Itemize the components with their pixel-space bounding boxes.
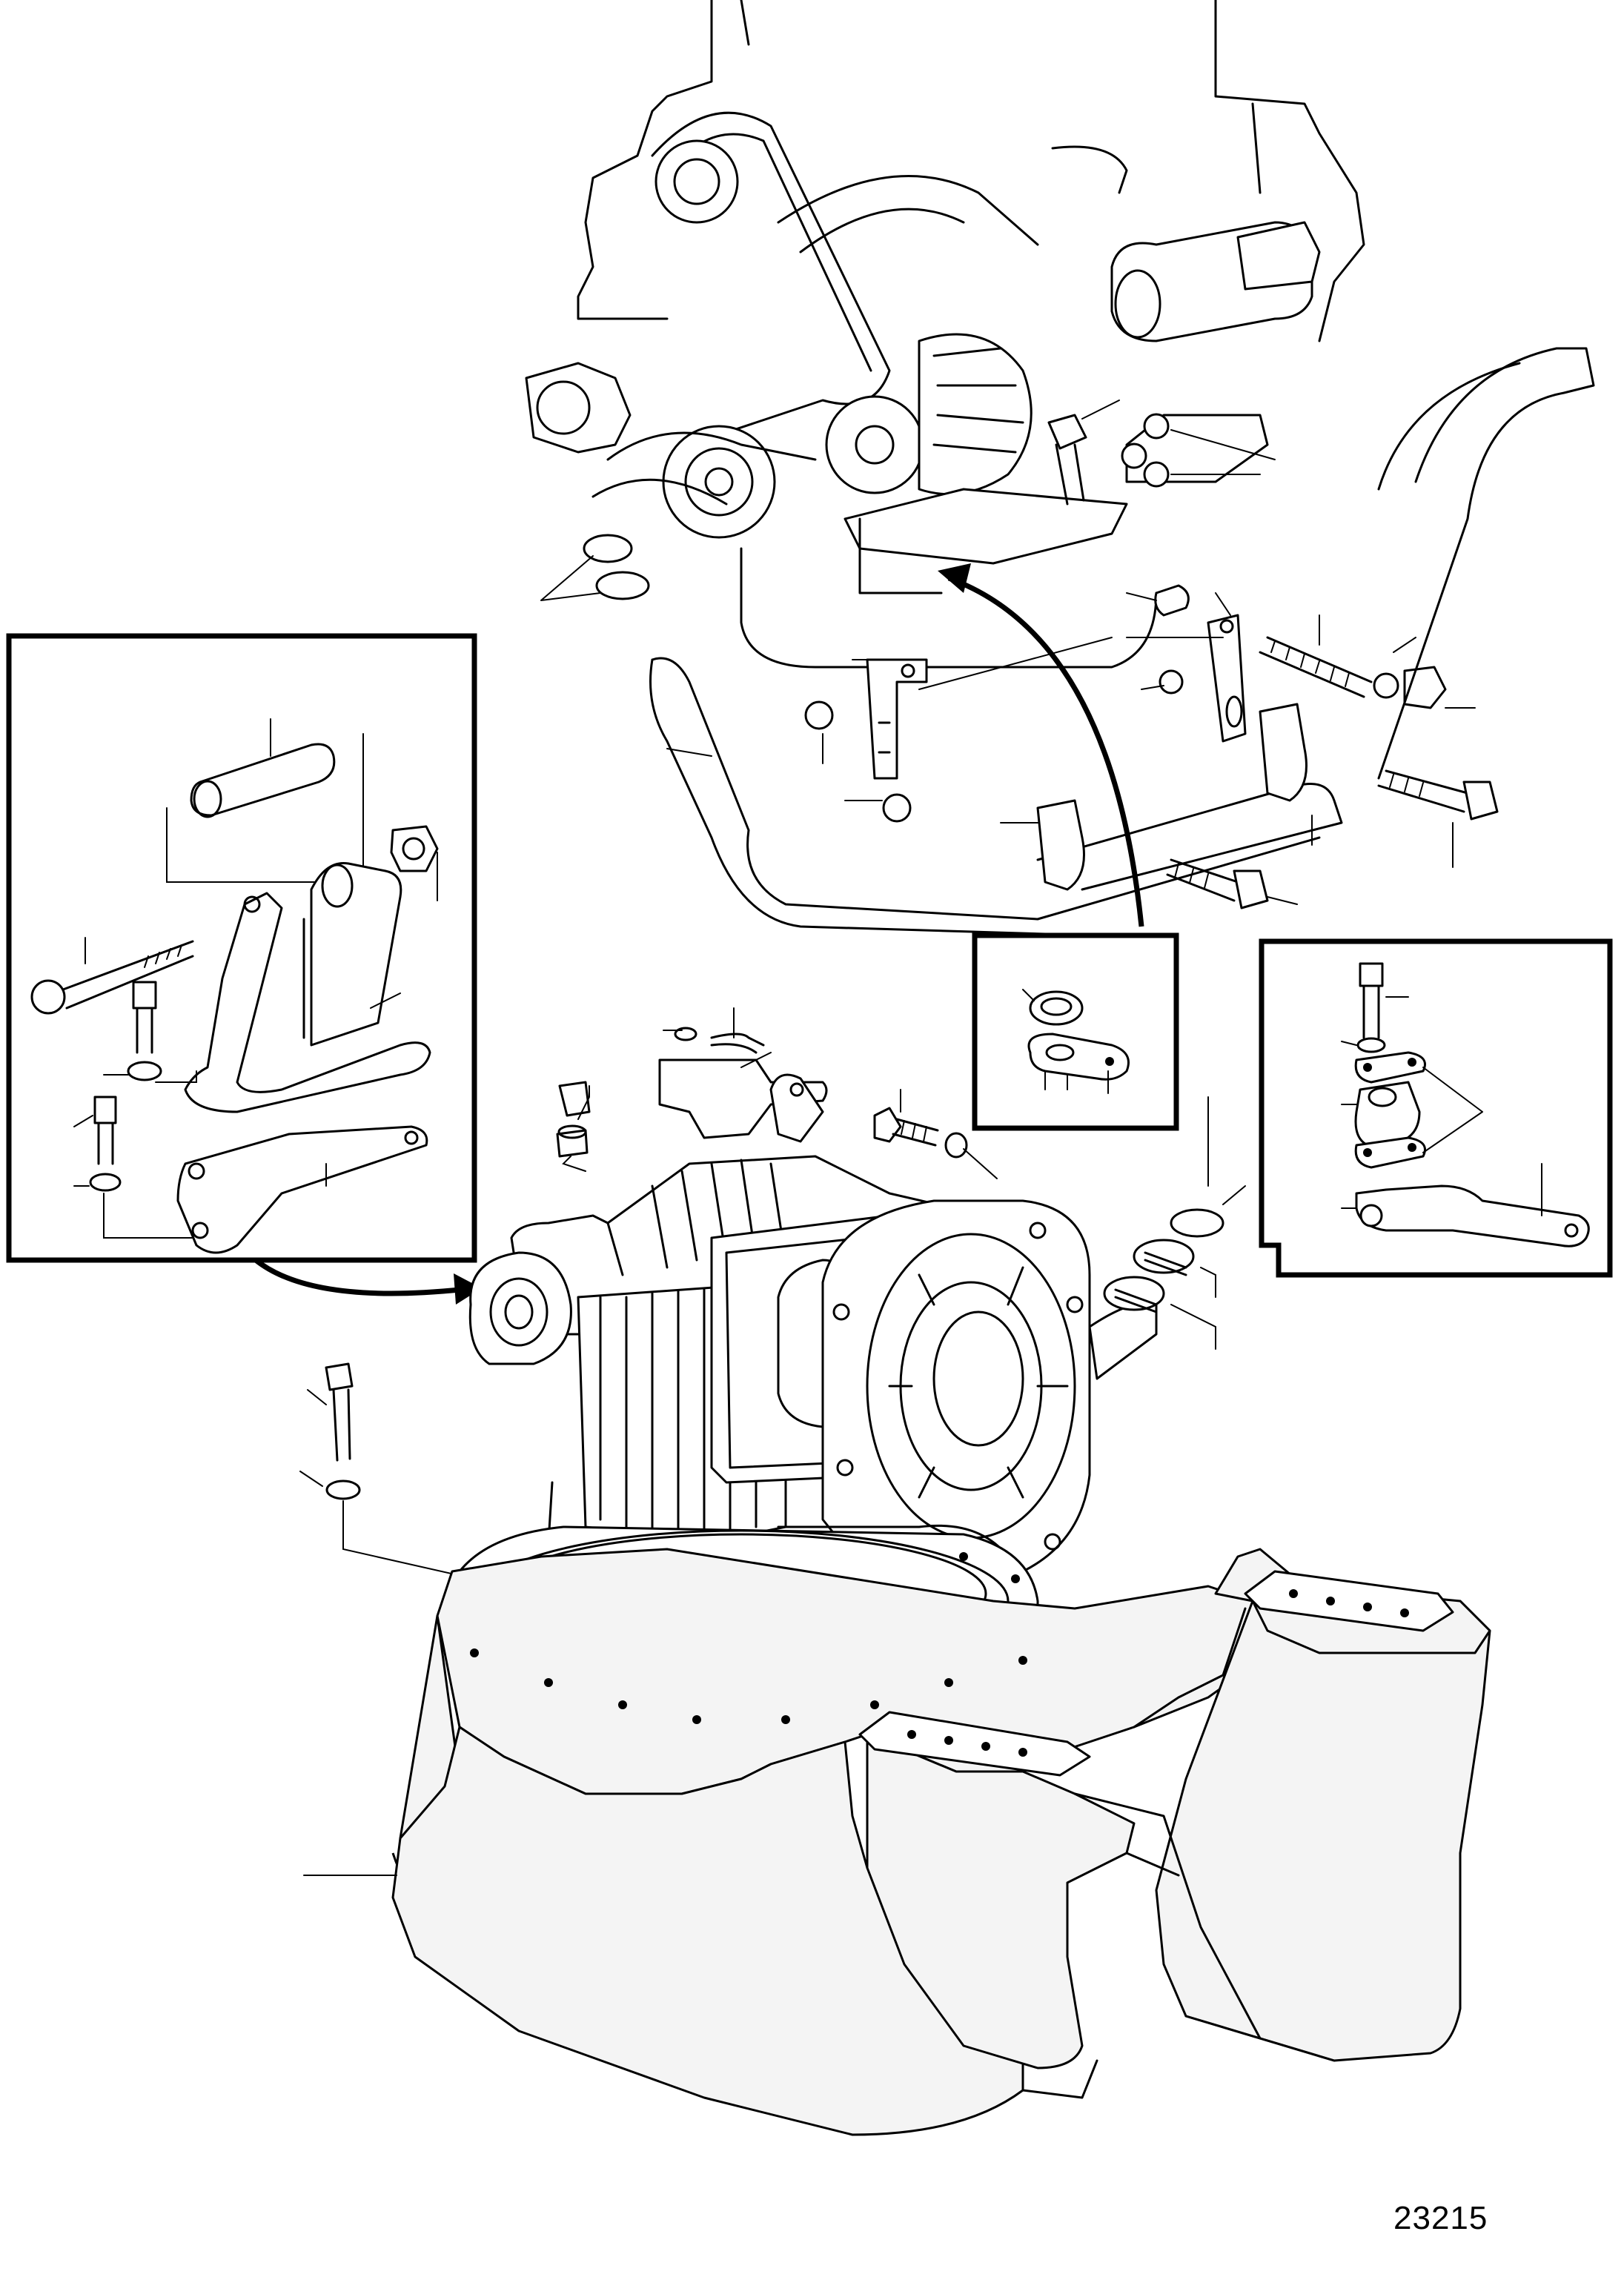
hose-ring bbox=[1170, 1208, 1224, 1238]
inset-arrow bbox=[253, 1258, 460, 1296]
engine-fasteners bbox=[540, 347, 1595, 935]
linkage-plate bbox=[658, 1058, 828, 1139]
inset-center-washer-detail bbox=[972, 932, 1179, 1131]
nut bbox=[1121, 443, 1147, 469]
cradle-top-plate bbox=[858, 1711, 1091, 1777]
washer bbox=[1373, 672, 1399, 699]
bracket-plate bbox=[176, 1125, 428, 1254]
bracket bbox=[1207, 614, 1247, 743]
nut bbox=[1143, 413, 1170, 440]
nut bbox=[1403, 666, 1447, 709]
gearbox-assembly bbox=[299, 1007, 1246, 1699]
seal-ring bbox=[1029, 990, 1084, 1026]
crankshaft-pulley bbox=[654, 139, 739, 224]
plug bbox=[556, 1129, 589, 1158]
pipe-clamp bbox=[1036, 799, 1085, 891]
washer bbox=[89, 1173, 122, 1192]
spacer-tube bbox=[190, 743, 336, 817]
bolt-head bbox=[1233, 869, 1269, 909]
water-pump-pulley bbox=[662, 425, 776, 539]
bolt-head bbox=[325, 1362, 354, 1391]
inset-right-clamp-detail bbox=[1259, 938, 1613, 1278]
bracket-half bbox=[184, 892, 431, 1113]
mount-boss bbox=[468, 1251, 572, 1365]
cradle-top-plate bbox=[1244, 1570, 1454, 1632]
bolt bbox=[1047, 414, 1087, 450]
nut bbox=[1359, 1204, 1383, 1227]
nut bbox=[1143, 461, 1170, 488]
nut bbox=[804, 700, 834, 730]
washer bbox=[325, 1479, 361, 1500]
detail-arrow bbox=[947, 575, 1144, 927]
pipe-clamp bbox=[1259, 703, 1308, 802]
figure-number: 23215 bbox=[1393, 2200, 1488, 2236]
bolt-head bbox=[1359, 962, 1384, 987]
bracket-half bbox=[310, 861, 402, 1047]
washer bbox=[127, 1061, 162, 1081]
nut bbox=[882, 793, 912, 823]
hose-clamp bbox=[583, 534, 633, 563]
washer bbox=[944, 1132, 968, 1159]
hose-clamp bbox=[595, 571, 650, 600]
alternator-pulley bbox=[825, 395, 924, 494]
clamp-block bbox=[1354, 1081, 1421, 1147]
shift-lever-housing bbox=[769, 1073, 824, 1143]
flange-nut bbox=[390, 825, 439, 872]
bolt-head bbox=[873, 1107, 902, 1143]
arrow-head bbox=[938, 563, 971, 593]
spacer bbox=[1154, 584, 1190, 617]
engine-assembly bbox=[525, 0, 1365, 669]
flywheel-flange bbox=[821, 1199, 1091, 1588]
inset-left-bracket-detail bbox=[6, 633, 477, 1263]
nut bbox=[1159, 669, 1184, 695]
socket-bolt-head bbox=[30, 979, 66, 1015]
support-bracket bbox=[866, 658, 928, 780]
bolt-head bbox=[1462, 781, 1499, 821]
washer bbox=[1356, 1037, 1386, 1053]
sail-drive-cradle bbox=[303, 1548, 1491, 2136]
seawater-pump bbox=[525, 362, 632, 454]
